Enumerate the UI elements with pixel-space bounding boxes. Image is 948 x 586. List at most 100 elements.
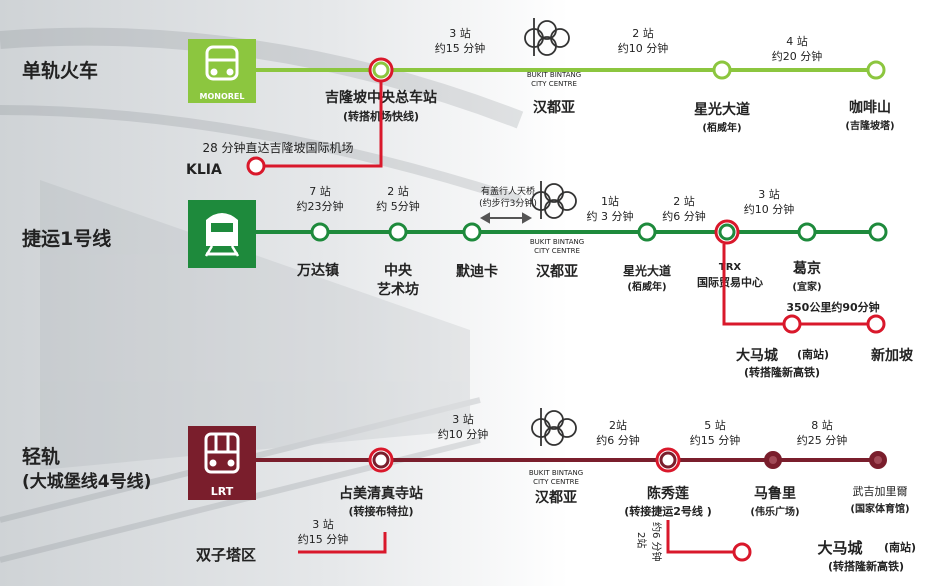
segment-time: 约6 分钟 bbox=[596, 433, 640, 447]
station-marker-mrt2[interactable] bbox=[732, 542, 752, 562]
station-name-line2: 艺术坊 bbox=[377, 281, 419, 298]
bukit-bintang-caption: BUKIT BINTANG bbox=[529, 469, 583, 477]
segment-time: 约15 分钟 bbox=[298, 532, 349, 546]
station-marker-masjid-jamek-inner bbox=[372, 451, 390, 469]
monorail-train-icon bbox=[205, 45, 239, 81]
mrt-train-icon bbox=[204, 213, 240, 257]
station-name-klia: KLIA bbox=[186, 162, 222, 178]
station-name: 葛京 bbox=[792, 260, 821, 277]
segment-stops: 2 站 bbox=[673, 194, 695, 208]
segment-time-vertical: 约6 分钟 bbox=[650, 522, 663, 562]
station-marker-pasar-seni[interactable] bbox=[388, 222, 408, 242]
station-name: 大马城 bbox=[736, 347, 778, 364]
station-name: 马鲁里 bbox=[754, 485, 796, 502]
station-marker-cochrane[interactable] bbox=[797, 222, 817, 242]
station-name: 中央 bbox=[384, 262, 413, 279]
segment-stops: 1站 bbox=[601, 194, 619, 208]
line-name-lrt: 轻轨 bbox=[22, 445, 60, 468]
station-tag: (南站) bbox=[884, 540, 916, 554]
station-sub: (伟乐广场) bbox=[750, 505, 799, 518]
segment-stops: 3 站 bbox=[758, 187, 780, 201]
station-marker-trx-inner bbox=[718, 223, 736, 241]
bukit-bintang-logo-monorail bbox=[524, 18, 570, 56]
segment-time: 约15 分钟 bbox=[690, 433, 741, 447]
segment-stops: 5 站 bbox=[704, 418, 726, 432]
destination-twin-towers: 双子塔区 bbox=[196, 546, 256, 564]
station-name: 星光大道 bbox=[623, 263, 671, 278]
walkway-time: (约步行3分钟) bbox=[479, 197, 537, 209]
station-name: 汉都亚 bbox=[535, 490, 577, 506]
lrt-train-icon bbox=[204, 432, 240, 474]
segment-time: 约20 分钟 bbox=[772, 49, 823, 63]
segment-time: 约 5分钟 bbox=[376, 199, 420, 213]
station-marker-bukit-nanas[interactable] bbox=[866, 60, 886, 80]
bukit-bintang-caption: BUKIT BINTANG bbox=[530, 238, 584, 246]
segment-time: 约25 分钟 bbox=[797, 433, 848, 447]
station-name: 占美清真寺站 bbox=[339, 485, 423, 502]
station-name: 万达镇 bbox=[296, 262, 339, 279]
segment-stops: 2 站 bbox=[632, 26, 654, 40]
station-name: 汉都亚 bbox=[533, 100, 575, 116]
bukit-bintang-logo-lrt bbox=[531, 408, 577, 446]
station-name: 陈秀莲 bbox=[647, 485, 689, 502]
segment-time: 约10 分钟 bbox=[618, 41, 669, 55]
station-sub: (转接布特拉) bbox=[348, 504, 413, 518]
segment-time: 约 3 分钟 bbox=[587, 209, 634, 223]
segment-time: 约23分钟 bbox=[297, 199, 344, 213]
station-sub: (转搭隆新高铁) bbox=[828, 559, 904, 573]
station-marker-merdeka[interactable] bbox=[462, 222, 482, 242]
bukit-bintang-caption: BUKIT BINTANG bbox=[527, 71, 581, 79]
station-marker-mrt-end[interactable] bbox=[868, 222, 888, 242]
segment-stops-vertical: 2站 bbox=[635, 532, 648, 548]
station-name: 新加坡 bbox=[871, 347, 914, 364]
station-sub: (转搭隆新高铁) bbox=[744, 365, 820, 379]
segment-stops: 3 站 bbox=[312, 517, 334, 531]
station-name: TRX bbox=[719, 262, 742, 273]
station-marker-chan-sow-lin-inner bbox=[659, 451, 677, 469]
station-sub: (转接捷运2号线 ) bbox=[624, 504, 712, 518]
station-marker-maluri-inner bbox=[769, 456, 777, 464]
line-name-monorail: 单轨火车 bbox=[22, 59, 98, 82]
bukit-bintang-logo-mrt bbox=[531, 181, 577, 219]
lrt-badge-label: LRT bbox=[211, 485, 234, 498]
bukit-bintang-caption: CITY CENTRE bbox=[534, 247, 580, 255]
station-name: 星光大道 bbox=[694, 101, 750, 118]
segment-time: 约10 分钟 bbox=[744, 202, 795, 216]
station-sub: (宜家) bbox=[792, 280, 821, 293]
mrt2-branch-track bbox=[666, 520, 734, 554]
line-name-lrt-sub: (大城堡线4号线) bbox=[22, 471, 151, 492]
walkway-note: 有盖行人天桥 bbox=[481, 185, 535, 197]
station-sub: (吉隆坡塔) bbox=[845, 119, 894, 132]
station-sub: (栢威年) bbox=[627, 280, 666, 293]
double-arrow-icon bbox=[479, 212, 533, 224]
station-marker-monorail-bukit-bintang[interactable] bbox=[712, 60, 732, 80]
twin-towers-branch-track bbox=[298, 532, 387, 554]
segment-time: 约10 分钟 bbox=[438, 427, 489, 441]
station-marker-klia[interactable] bbox=[246, 156, 266, 176]
lrt-badge: LRT bbox=[188, 426, 256, 500]
station-sub: (栢威年) bbox=[702, 121, 741, 134]
segment-time: 约15 分钟 bbox=[435, 41, 486, 55]
klia-note: 28 分钟直达吉隆坡国际机场 bbox=[202, 140, 353, 155]
station-marker-mrt-bukit-bintang[interactable] bbox=[637, 222, 657, 242]
monorail-badge: MONOREL bbox=[188, 39, 256, 103]
segment-stops: 2 站 bbox=[387, 184, 409, 198]
station-marker-bukit-jalil-inner bbox=[874, 456, 882, 464]
station-name: 武吉加里爾 bbox=[853, 485, 908, 498]
station-marker-mutiara-damansara[interactable] bbox=[310, 222, 330, 242]
station-name: 大马城 bbox=[817, 539, 862, 557]
segment-stops: 3 站 bbox=[452, 412, 474, 426]
klia-branch-track bbox=[264, 82, 383, 168]
station-sub: (国家体育馆) bbox=[850, 502, 909, 515]
station-tag: (南站) bbox=[797, 347, 829, 361]
station-marker-singapore[interactable] bbox=[866, 314, 886, 334]
station-marker-bandar-malaysia[interactable] bbox=[782, 314, 802, 334]
segment-time: 约6 分钟 bbox=[662, 209, 706, 223]
hsr-branch-track bbox=[722, 244, 784, 326]
station-marker-kl-sentral-inner bbox=[372, 61, 390, 79]
segment-stops: 2站 bbox=[609, 418, 627, 432]
bukit-bintang-caption: CITY CENTRE bbox=[533, 478, 579, 486]
hsr-note: 350公里约90分钟 bbox=[786, 300, 879, 314]
station-name: 默迪卡 bbox=[456, 263, 498, 280]
